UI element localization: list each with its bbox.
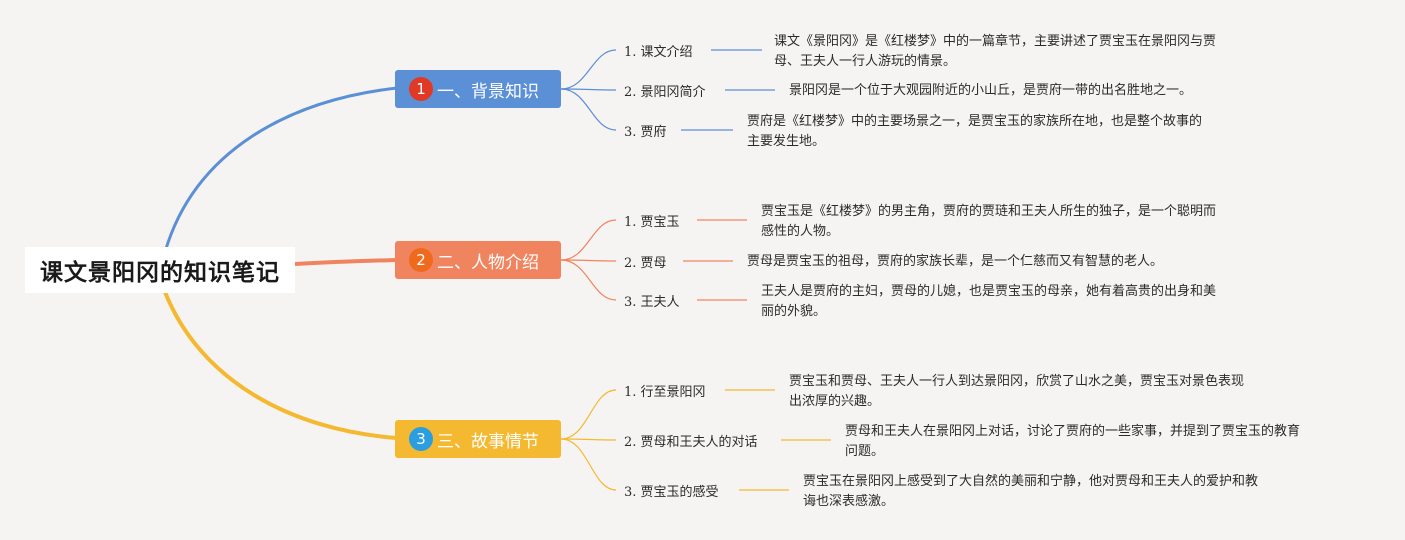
root-topic[interactable]: 课文景阳冈的知识笔记 — [25, 247, 295, 293]
note-line: 课文《景阳冈》是《红楼梦》中的一篇章节，主要讲述了贾宝玉在景阳冈与贾 — [774, 34, 1217, 49]
note-line: 问题。 — [845, 444, 885, 459]
branch-background-knowledge[interactable]: 1 一、背景知识 — [395, 70, 561, 108]
note-line: 贾母和王夫人在景阳冈上对话，讨论了贾府的一些家事，并提到了贾宝玉的教育 — [845, 424, 1301, 439]
note-jiafu[interactable]: 贾府是《红楼梦》中的主要场景之一，是贾宝玉的家族所在地，也是整个故事的 主要发生… — [747, 112, 1202, 152]
number-1-badge-icon: 1 — [409, 77, 433, 101]
note-wang-furen[interactable]: 王夫人是贾府的主妇，贾母的儿媳，也是贾宝玉的母亲，她有着高贵的出身和美 丽的外貌… — [761, 282, 1216, 322]
note-line: 主要发生地。 — [747, 134, 826, 149]
note-arrive-jingyanggang[interactable]: 贾宝玉和贾母、王夫人一行人到达景阳冈，欣赏了山水之美，贾宝玉对景色表现 出浓厚的… — [789, 372, 1244, 412]
subtopic-jingyanggang-intro[interactable]: 2. 景阳冈简介 — [624, 85, 706, 100]
note-dialogue[interactable]: 贾母和王夫人在景阳冈上对话，讨论了贾府的一些家事，并提到了贾宝玉的教育 问题。 — [845, 422, 1300, 462]
note-jia-baoyu[interactable]: 贾宝玉是《红楼梦》的男主角，贾府的贾琏和王夫人所生的独子，是一个聪明而 感性的人… — [761, 202, 1216, 242]
branch-label: 一、背景知识 — [437, 81, 539, 102]
note-line: 诲也深表感激。 — [803, 494, 895, 509]
note-line: 贾宝玉和贾母、王夫人一行人到达景阳冈，欣赏了山水之美，贾宝玉对景色表现 — [789, 374, 1245, 389]
root-to-branch-1-line — [163, 86, 398, 253]
branch-characters[interactable]: 2 二、人物介绍 — [395, 241, 561, 279]
note-line: 母、王夫人一行人游玩的情景。 — [774, 54, 957, 69]
subtopic-dialogue[interactable]: 2. 贾母和王夫人的对话 — [624, 435, 758, 450]
note-line: 贾宝玉是《红楼梦》的男主角，贾府的贾琏和王夫人所生的独子，是一个聪明而 — [761, 204, 1217, 219]
root-to-branch-2-line — [294, 258, 398, 266]
note-feelings[interactable]: 贾宝玉在景阳冈上感受到了大自然的美丽和宁静，他对贾母和王夫人的爱护和教 诲也深表… — [803, 472, 1258, 512]
root-to-branch-3-line — [163, 291, 398, 440]
branch-1-fan — [560, 49, 775, 131]
note-line: 丽的外貌。 — [761, 304, 827, 319]
subtopic-wang-furen[interactable]: 3. 王夫人 — [624, 295, 680, 310]
note-line: 景阳冈是一个位于大观园附近的小山丘，是贾府一带的出名胜地之一。 — [789, 83, 1193, 98]
note-line: 贾宝玉在景阳冈上感受到了大自然的美丽和宁静，他对贾母和王夫人的爱护和教 — [803, 474, 1259, 489]
branch-plot[interactable]: 3 三、故事情节 — [395, 420, 561, 458]
note-jingyanggang-intro[interactable]: 景阳冈是一个位于大观园附近的小山丘，是贾府一带的出名胜地之一。 — [789, 81, 1192, 101]
subtopic-jia-baoyu[interactable]: 1. 贾宝玉 — [624, 215, 680, 230]
note-line: 感性的人物。 — [761, 224, 840, 239]
subtopic-text-intro[interactable]: 1. 课文介绍 — [624, 45, 693, 60]
note-line: 贾母是贾宝玉的祖母，贾府的家族长辈，是一个仁慈而又有智慧的老人。 — [747, 254, 1164, 269]
branch-label: 二、人物介绍 — [437, 252, 539, 273]
subtopic-jiafu[interactable]: 3. 贾府 — [624, 125, 667, 140]
note-text-intro[interactable]: 课文《景阳冈》是《红楼梦》中的一篇章节，主要讲述了贾宝玉在景阳冈与贾 母、王夫人… — [774, 32, 1216, 72]
subtopic-arrive-jingyanggang[interactable]: 1. 行至景阳冈 — [624, 385, 706, 400]
note-jia-mu[interactable]: 贾母是贾宝玉的祖母，贾府的家族长辈，是一个仁慈而又有智慧的老人。 — [747, 252, 1163, 272]
subtopic-jia-mu[interactable]: 2. 贾母 — [624, 256, 667, 271]
subtopic-feelings[interactable]: 3. 贾宝玉的感受 — [624, 485, 719, 500]
branch-3-fan — [560, 389, 831, 491]
number-3-badge-icon: 3 — [409, 427, 433, 451]
note-line: 出浓厚的兴趣。 — [789, 394, 881, 409]
branch-2-fan — [560, 219, 747, 301]
note-line: 王夫人是贾府的主妇，贾母的儿媳，也是贾宝玉的母亲，她有着高贵的出身和美 — [761, 284, 1217, 299]
note-line: 贾府是《红楼梦》中的主要场景之一，是贾宝玉的家族所在地，也是整个故事的 — [747, 114, 1203, 129]
branch-label: 三、故事情节 — [437, 431, 539, 452]
number-2-badge-icon: 2 — [409, 248, 433, 272]
